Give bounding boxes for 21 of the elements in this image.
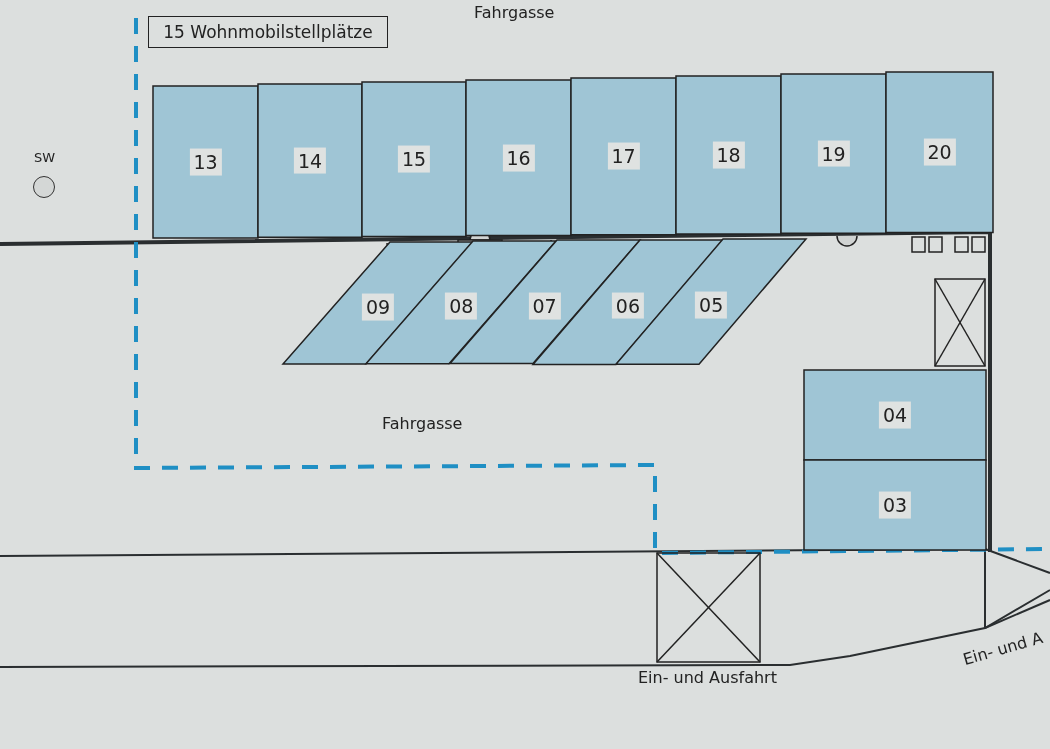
title-box: 15 Wohnmobilstellplätze [148, 16, 388, 48]
space-number: 06 [611, 292, 644, 319]
space-number: 03 [878, 491, 912, 519]
area-label: Fahrgasse [382, 414, 463, 433]
space-number: 17 [607, 142, 640, 170]
marker-label: SW [34, 150, 56, 165]
space-number: 05 [695, 291, 728, 319]
space-number: 18 [712, 141, 745, 169]
space-number: 14 [293, 147, 327, 175]
space-number: 04 [878, 401, 912, 429]
space-number: 19 [817, 140, 850, 168]
space-number: 08 [445, 292, 478, 320]
area-label: Fahrgasse [474, 3, 555, 22]
space-number: 20 [923, 138, 956, 166]
space-number: 16 [502, 144, 535, 172]
space-number: 07 [528, 292, 561, 320]
area-label: Ein- und A [960, 628, 1045, 669]
space-number: 15 [397, 145, 431, 173]
space-number: 13 [189, 148, 222, 176]
space-number: 09 [361, 293, 395, 321]
area-label: Ein- und Ausfahrt [638, 668, 777, 687]
